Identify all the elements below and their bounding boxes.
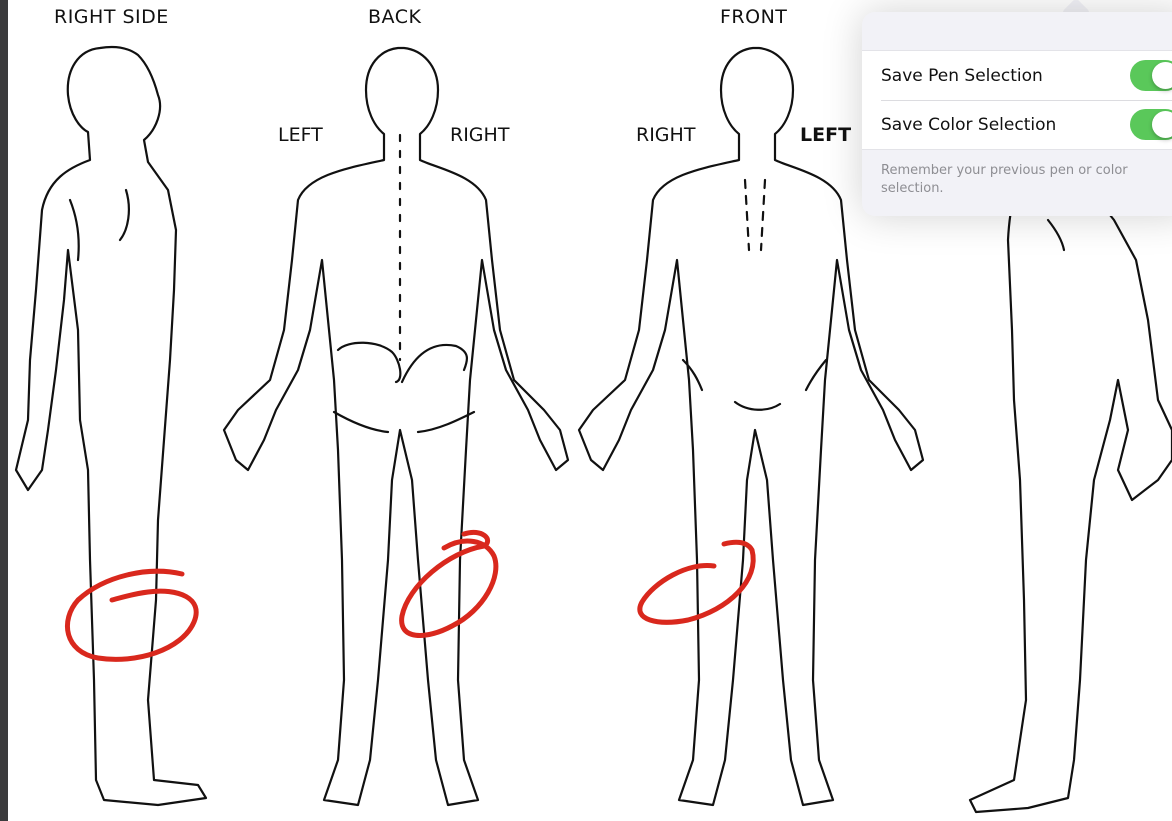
save-pen-selection-row[interactable]: Save Pen Selection	[862, 51, 1172, 100]
save-color-selection-toggle[interactable]	[1130, 109, 1172, 140]
annotation-circle-2	[402, 532, 496, 635]
figure-back	[224, 48, 568, 805]
toggle-knob	[1152, 62, 1172, 89]
settings-popover: Save Pen Selection Save Color Selection …	[862, 12, 1172, 216]
window-edge	[0, 0, 8, 821]
pen-annotations	[67, 532, 753, 659]
figure-left-side	[970, 160, 1172, 812]
settings-footer-note: Remember your previous pen or color sele…	[881, 162, 1141, 198]
save-pen-selection-toggle[interactable]	[1130, 60, 1172, 91]
figure-right-side	[16, 47, 206, 805]
toggle-knob	[1152, 111, 1172, 138]
save-pen-selection-label: Save Pen Selection	[881, 66, 1043, 86]
settings-group: Save Pen Selection Save Color Selection	[862, 50, 1172, 150]
save-color-selection-row[interactable]: Save Color Selection	[862, 100, 1172, 149]
save-color-selection-label: Save Color Selection	[881, 115, 1056, 135]
annotation-circle-1	[67, 571, 196, 659]
